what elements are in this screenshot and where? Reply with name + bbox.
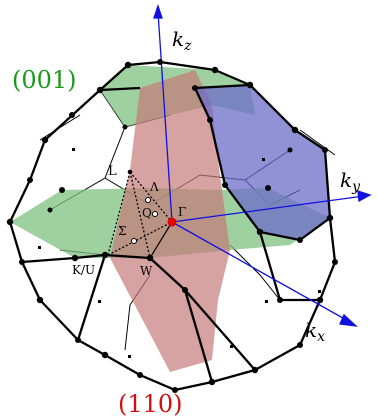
- construction-lines: [107, 171, 173, 259]
- symmetry-lines: [149, 221, 173, 259]
- label-Lambda: Λ: [149, 180, 159, 194]
- axis-kz: [153, 3, 173, 223]
- axis-label-kx: kx: [305, 318, 325, 345]
- plane-label-001: (001): [12, 66, 77, 94]
- label-W: W: [140, 264, 153, 278]
- hidden-point-markers: [38, 148, 321, 358]
- label-KU: K/U: [72, 263, 95, 277]
- gamma-point: [167, 217, 177, 227]
- plane-label-110: (110): [118, 390, 183, 418]
- label-L: L: [108, 164, 117, 179]
- label-Sigma: Σ: [118, 224, 126, 238]
- label-Gamma: Γ: [178, 205, 186, 219]
- vertex-dots: [6, 59, 338, 393]
- axis-label-kz: kz: [172, 27, 192, 54]
- blue-face: [195, 85, 330, 240]
- axis-label-ky: ky: [340, 168, 361, 195]
- axis-kx: [171, 221, 358, 327]
- interior-points: [131, 197, 158, 244]
- axis-ky: [171, 190, 372, 223]
- label-Q: Q: [142, 206, 152, 220]
